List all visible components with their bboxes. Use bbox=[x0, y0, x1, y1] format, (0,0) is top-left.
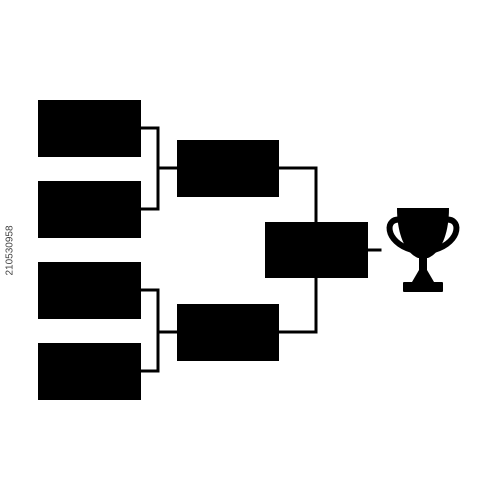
trophy-handle-right bbox=[431, 216, 460, 253]
trophy-handle-left bbox=[386, 216, 415, 253]
semifinal-slot-1 bbox=[177, 140, 279, 197]
connector-quarterfinal-top bbox=[139, 126, 179, 211]
trophy-neck bbox=[412, 270, 434, 282]
trophy-stem bbox=[419, 256, 427, 272]
trophy-base bbox=[403, 282, 443, 292]
connector-semifinal-top bbox=[277, 166, 318, 224]
final-slot bbox=[265, 222, 368, 278]
trophy-cup bbox=[397, 208, 449, 258]
connector-semifinal-bottom bbox=[277, 276, 318, 334]
quarterfinal-slot-2 bbox=[38, 181, 141, 238]
watermark-stock-id: 210530958 bbox=[0, 0, 20, 500]
quarterfinal-slot-1 bbox=[38, 100, 141, 157]
trophy-icon bbox=[386, 208, 460, 292]
connector-quarterfinal-bottom bbox=[139, 288, 179, 373]
quarterfinal-slot-4 bbox=[38, 343, 141, 400]
quarterfinal-slot-3 bbox=[38, 262, 141, 319]
stock-id-label: 210530958 bbox=[4, 224, 16, 276]
semifinal-slot-2 bbox=[177, 304, 279, 361]
